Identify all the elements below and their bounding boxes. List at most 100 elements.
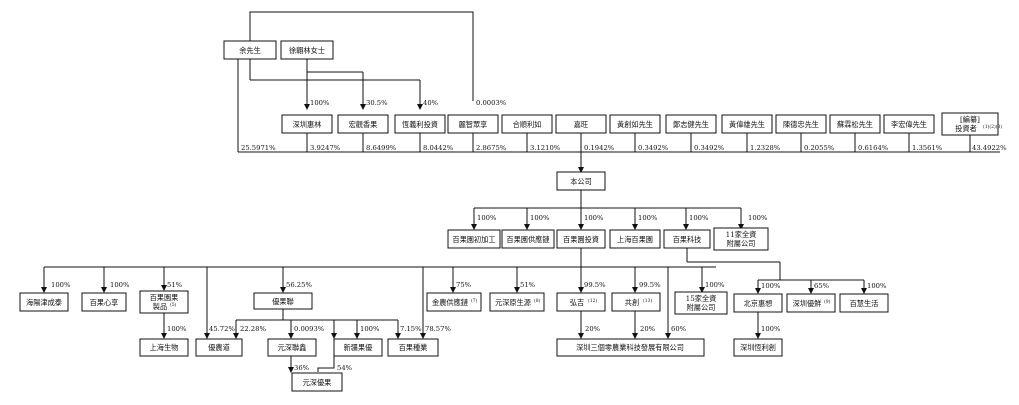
tier2-boxes: 海陽津成泰 百果心享 百果園果 製品 (5) 優果聯 金農供應鏈 (7) 元深原…: [19, 290, 889, 315]
tier2-percentages: 100% 100% 51% 56.25% 75% 51% 99.5% 99.5%…: [51, 281, 887, 290]
node-youguolian: 優果聯: [272, 297, 294, 306]
tier1-boxes: 百果園初加工 百果園供應鏈 百果園投資 上海百果園 百果科技 11家全資 附屬公…: [447, 227, 769, 251]
pct-t2-subs15: 100%: [705, 281, 725, 289]
pct-t4-54: 54%: [337, 364, 353, 372]
tier1-percentages: 100% 100% 100% 100% 100% 100%: [477, 214, 768, 222]
pct-t3-20b: 20%: [640, 325, 656, 333]
pct-t2-yuanshen: 51%: [520, 281, 536, 289]
node-shanghai-bio: 上海生物: [150, 343, 179, 352]
node-gongchuang: 共創: [625, 298, 639, 307]
pct-t2-huixiang: 100%: [761, 282, 781, 290]
pct-t3-20a: 20%: [585, 325, 601, 333]
shareholder-pre-ipo-line2: 投資者: [955, 124, 977, 133]
shareholder-row: 深圳惠林 宏觀香果 恆義利投資 麗智眾享 合順利如 嘉旺 黃創如先生 鄭志健先生…: [281, 112, 1002, 136]
top-connectors: [237, 11, 1000, 173]
pct-t2-baihui: 100%: [867, 282, 887, 290]
pct-top-100: 100%: [310, 99, 330, 107]
pct-t3-hengli: 100%: [761, 325, 781, 333]
shareholder-li-hongwei: 李宏偉先生: [891, 120, 927, 129]
node-subs15-line1: 15家全資: [686, 294, 717, 303]
node-supply-chain: 百果園供應鏈: [506, 235, 549, 244]
pct-t2-haiyang: 100%: [51, 281, 71, 289]
node-shenzhen-youxian: 深圳優鮮: [793, 299, 822, 308]
pct-t2-youguolian: 56.25%: [286, 281, 312, 289]
pct-t4-36: 36%: [294, 364, 310, 372]
tier3-percentages: 100% 45.72% 22.28% 0.0093% 100% 7.15% 78…: [167, 325, 781, 372]
company-node: 本公司: [556, 171, 606, 191]
pct-0-2055: 0.2055%: [804, 144, 835, 152]
pct-t1-c: 100%: [584, 214, 604, 222]
node-hongji: 弘吉: [570, 298, 584, 307]
top-percentages: 100% 30.5% 40% 0.0003% 25.5971% 3.9247% …: [241, 99, 1007, 152]
node-yuanshen-note: (8): [534, 297, 541, 304]
node-xinjiang-guoyou: 新疆果優: [344, 343, 373, 352]
pct-1-3561: 1.3561%: [912, 144, 943, 152]
tier3-boxes: 上海生物 優農道 元深聯鑫 新疆果優 百果種業 深圳三個零農業科技發展有限公司 …: [139, 338, 783, 392]
shareholder-chen-dezhong: 陳德忠先生: [783, 120, 819, 129]
shareholder-yu: 余先生: [239, 46, 261, 55]
node-tech: 百果科技: [673, 235, 702, 244]
shareholder-hengyili: 恆義利投資: [402, 120, 438, 129]
node-youxian-note: (9): [824, 298, 831, 305]
node-sange-ling: 深圳三個零農業科技發展有限公司: [576, 343, 684, 352]
pct-t1-b: 100%: [530, 214, 550, 222]
pct-t2-youxian: 65%: [814, 282, 830, 290]
pct-8-6499: 8.6499%: [366, 144, 397, 152]
pct-t2-jinnong: 75%: [456, 281, 472, 289]
tier3-connectors: [161, 309, 761, 373]
pct-t1-a: 100%: [477, 214, 497, 222]
node-beijing-huixiang: 北京惠想: [744, 299, 773, 308]
node-jinnong-note: (7): [471, 297, 478, 304]
pct-t2-xin: 100%: [110, 281, 130, 289]
pct-43-4922: 43.4922%: [972, 144, 1007, 152]
node-shenzhen-hengli: 深圳恆利創: [740, 343, 776, 352]
node-subs11-line2: 附屬公司: [727, 239, 756, 248]
pct-t3-youguo-dao: 45.72%: [209, 325, 235, 333]
node-haiyang: 海陽津成泰: [26, 298, 62, 307]
node-yuanshen: 元深原生源: [495, 298, 531, 307]
pct-t2-products: 51%: [167, 281, 183, 289]
shareholder-pre-ipo-line1: [編纂]: [960, 115, 980, 124]
shareholder-lizhi: 麗智眾享: [459, 120, 488, 129]
pct-3-1210: 3.1210%: [530, 144, 561, 152]
node-investment: 百果園投資: [563, 235, 599, 244]
tier2-connectors: [41, 248, 867, 339]
node-youguo-dao: 優農道: [208, 343, 230, 352]
shareholder-xu: 徐翺林女士: [289, 46, 325, 55]
pct-t3-22-28: 22.28%: [240, 325, 266, 333]
pct-t2-hongji: 99.5%: [584, 281, 606, 289]
pct-t1-e: 100%: [689, 214, 709, 222]
company-label: 本公司: [570, 177, 592, 186]
node-yuanshen-lianxin: 元深聯鑫: [278, 343, 307, 352]
pct-t3-78-57: 78.57%: [425, 325, 451, 333]
pct-top-40: 40%: [423, 99, 439, 107]
pct-3-9247: 3.9247%: [310, 144, 341, 152]
shareholder-huang-chuangru: 黃創如先生: [617, 120, 653, 129]
node-hongji-note: (12): [588, 297, 597, 304]
shareholder-hexin: 合順利如: [513, 120, 542, 129]
node-products-note: (5): [170, 301, 177, 308]
pct-0-3492b: 0.3492%: [694, 144, 725, 152]
node-gongchuang-note: (13): [643, 297, 652, 304]
pct-t1-d: 100%: [638, 214, 658, 222]
node-baiguo-xin: 百果心享: [90, 298, 119, 307]
shareholder-pre-ipo-note: (1)(2)(3): [983, 123, 1002, 130]
controlling-shareholders: 余先生 徐翺林女士: [223, 40, 334, 60]
node-yuanshen-youguo: 元深優果: [303, 378, 332, 387]
pct-1-2328: 1.2328%: [750, 144, 781, 152]
node-products-line2: 製品: [153, 302, 167, 311]
node-shanghai: 上海百果園: [617, 235, 653, 244]
pct-t3-shanghai-bio: 100%: [167, 325, 187, 333]
pct-top-30-5: 30.5%: [366, 99, 388, 107]
tier1-connectors: [471, 190, 744, 230]
shareholder-hongguan: 宏觀香果: [349, 120, 378, 129]
node-jinnong: 金農供應鏈: [432, 298, 468, 307]
shareholder-jiawang: 嘉旺: [574, 120, 588, 129]
pct-t1-f: 100%: [748, 214, 768, 222]
shareholder-zheng-zhijian: 鄭志健先生: [673, 120, 709, 129]
node-subs11-line1: 11家全資: [726, 230, 757, 239]
pct-t3-60: 60%: [671, 325, 687, 333]
pct-top-0-0003: 0.0003%: [476, 99, 507, 107]
pct-t2-gongchuang: 99.5%: [639, 281, 661, 289]
